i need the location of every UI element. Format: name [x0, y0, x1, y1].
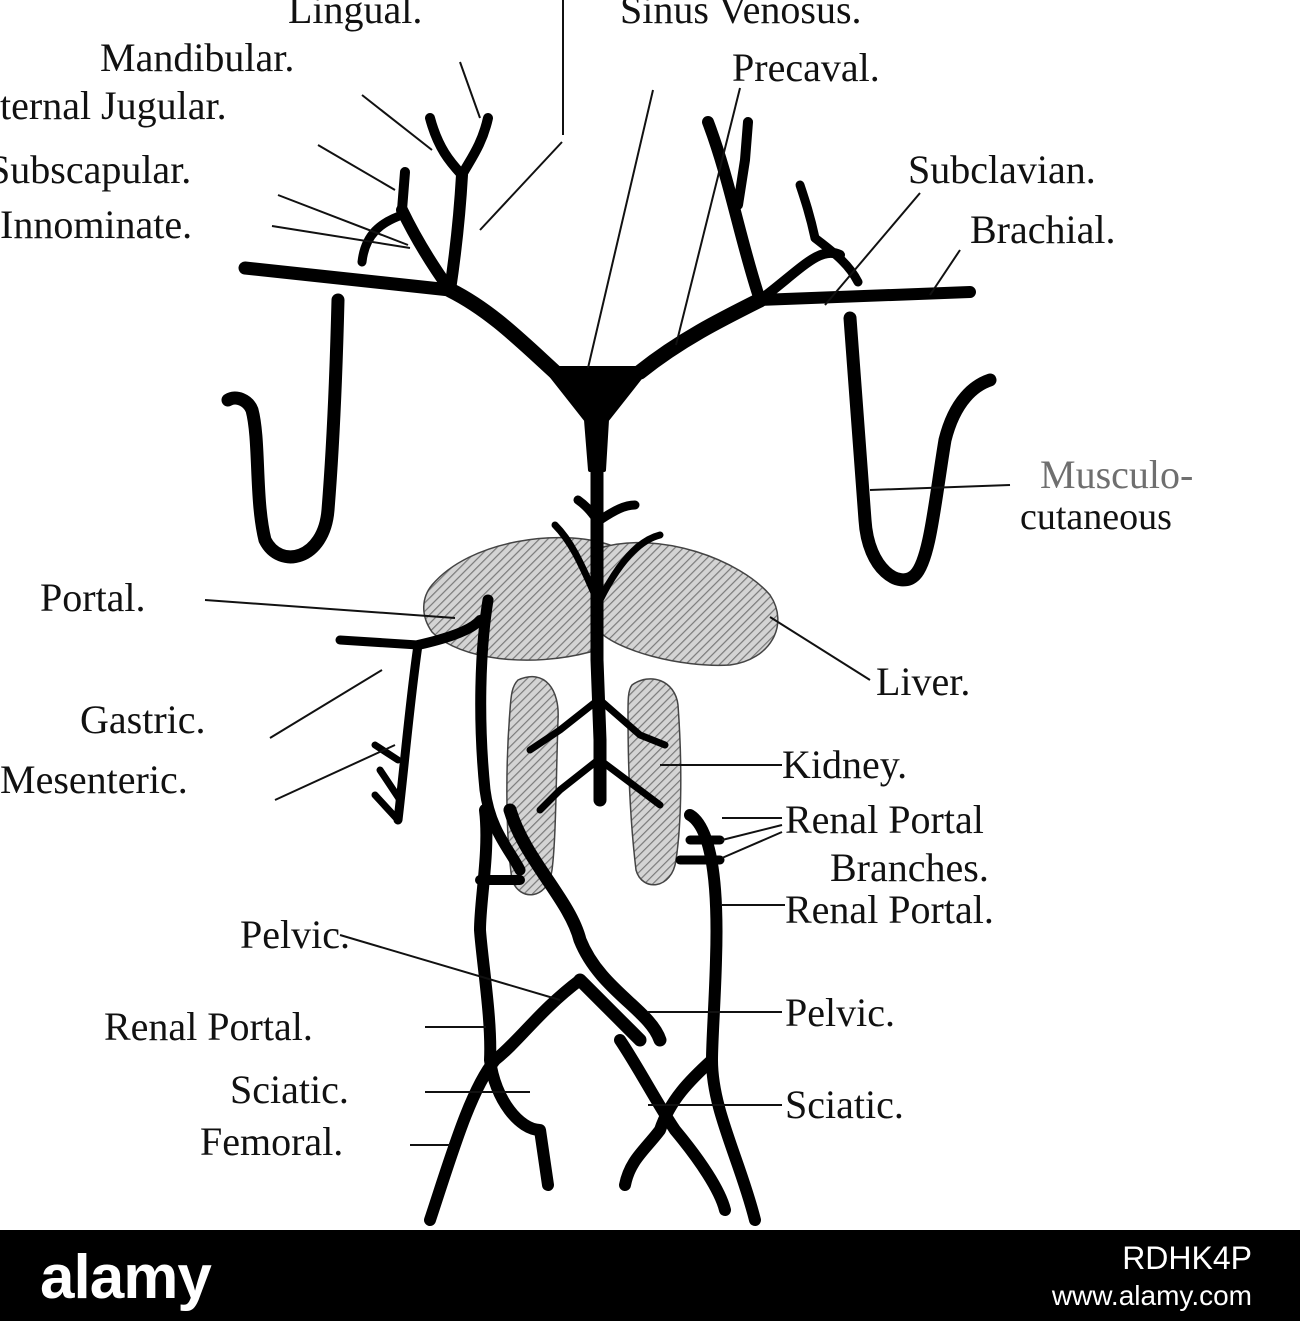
label-brachial: Brachial.	[970, 207, 1116, 252]
image-id: RDHK4P	[1122, 1240, 1252, 1276]
site-url: www.alamy.com	[1051, 1280, 1252, 1311]
label-portal: Portal.	[40, 575, 146, 620]
label-lingual: Lingual.	[288, 0, 423, 32]
venous-system-diagram: Lingual. Sinus Venosus. Mandibular. Prec…	[0, 0, 1194, 1226]
label-renal-portal-branches-1: Renal Portal	[785, 797, 984, 842]
label-liver: Liver.	[876, 659, 971, 704]
label-renal-portal-branches-2: Branches.	[830, 845, 989, 890]
label-gastric: Gastric.	[80, 697, 206, 742]
label-musculo: Musculo-	[1040, 452, 1194, 497]
stock-footer-bar: alamy RDHK4P www.alamy.com	[0, 1230, 1300, 1321]
label-renal-portal-right: Renal Portal.	[785, 887, 994, 932]
label-subscapular: Subscapular.	[0, 147, 192, 192]
brand-logo: alamy	[40, 1243, 212, 1312]
vein-drawing	[204, 0, 1011, 1226]
label-mandibular: Mandibular.	[100, 35, 295, 80]
label-sciatic-right: Sciatic.	[785, 1082, 904, 1127]
label-subclavian: Subclavian.	[908, 147, 1096, 192]
vein-network	[221, 113, 997, 1226]
label-sciatic-left: Sciatic.	[230, 1067, 349, 1112]
label-pelvic-left: Pelvic.	[240, 912, 350, 957]
label-external-jugular: ternal Jugular.	[0, 83, 227, 128]
label-precaval: Precaval.	[732, 45, 880, 90]
label-cutaneous: cutaneous	[1020, 496, 1172, 538]
label-sinus-venosus: Sinus Venosus.	[620, 0, 862, 32]
label-innominate: Innominate.	[0, 202, 193, 247]
label-femoral: Femoral.	[200, 1119, 344, 1164]
label-pelvic-right: Pelvic.	[785, 990, 895, 1035]
label-mesenteric: Mesenteric.	[0, 757, 188, 802]
label-renal-portal-left: Renal Portal.	[104, 1004, 313, 1049]
leader-lines	[204, 0, 1011, 1146]
label-kidney: Kidney.	[782, 742, 908, 787]
